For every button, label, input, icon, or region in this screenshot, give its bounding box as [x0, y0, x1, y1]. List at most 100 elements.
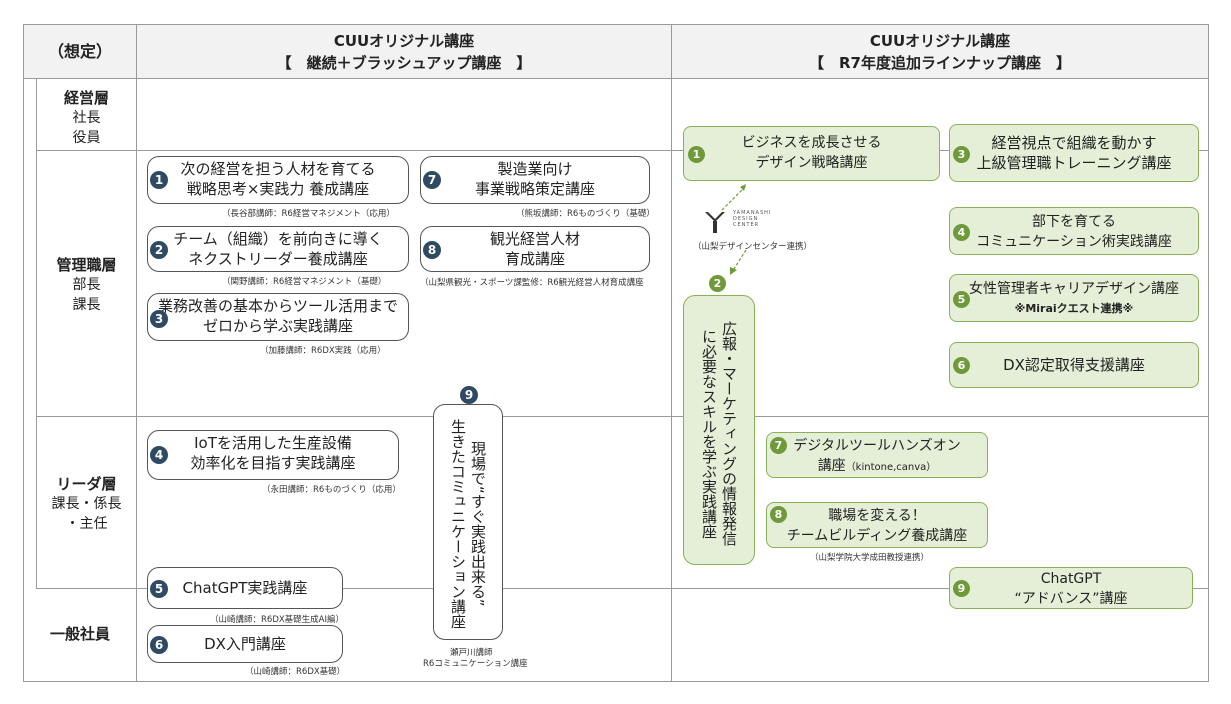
- level-mgr-l1: 部長: [72, 277, 101, 293]
- number-badge-8: 8: [423, 241, 441, 259]
- level-lead: リーダ層 課長・係長 ・主任: [37, 474, 136, 534]
- logo-line1: YAMANASHI: [733, 210, 772, 216]
- course-7-line2: 事業戦略策定講座: [474, 180, 595, 198]
- new-course-1-box[interactable]: ビジネスを成長させる デザイン戦略講座: [683, 126, 940, 181]
- header-right: CUUオリジナル講座 【 R7年度追加ラインナップ講座 】: [672, 25, 1208, 78]
- design-center-logo: YAMANASHI DESIGN CENTER: [703, 208, 793, 238]
- new-course-7-box[interactable]: デジタルツールハンズオン 講座（kintone,canva）: [766, 432, 988, 478]
- number-badge-9: 9: [460, 386, 478, 404]
- level-mgr-title: 管理職層: [56, 256, 117, 274]
- new-course-3-box[interactable]: 経営視点で組織を動かす 上級管理職トレーニング講座: [949, 124, 1199, 182]
- course-1-box[interactable]: 次の経営を担う人材を育てる 戦略思考×実践力 養成講座: [147, 156, 409, 204]
- header-left: CUUオリジナル講座 【 継続＋ブラッシュアップ講座 】: [137, 25, 671, 78]
- level-exec-l1: 社長: [72, 110, 101, 126]
- new-course-9-box[interactable]: ChatGPT “アドバンス”講座: [949, 567, 1193, 609]
- course-3-line2: ゼロから学ぶ実践講座: [202, 317, 353, 335]
- number-badge-2: 2: [150, 241, 168, 259]
- course-3-line1: 業務改善の基本からツール活用まで: [157, 297, 398, 315]
- course-8-box[interactable]: 観光経営人材 育成講座: [420, 226, 650, 272]
- new-course-7-line1: デジタルツールハンズオン: [793, 438, 961, 454]
- course-6-line1: DX入門講座: [204, 635, 286, 653]
- course-6-box[interactable]: DX入門講座: [147, 625, 343, 663]
- level-staff: 一般社員: [24, 624, 136, 644]
- course-8-line1: 観光経営人材: [489, 230, 580, 248]
- level-exec-title: 経営層: [63, 89, 109, 107]
- course-1-note: （長谷部講師：R6経営マネジメント（応用）: [222, 209, 395, 219]
- h-divider-mgr: [36, 416, 1209, 417]
- new-course-2-box[interactable]: 広報・マーケティングの情報発信 に必要なスキルを学ぶ実践講座: [683, 295, 755, 565]
- new-course-3-line2: 上級管理職トレーニング講座: [976, 154, 1172, 172]
- h-divider-lead: [36, 588, 1209, 589]
- header-corner: （想定）: [24, 25, 136, 78]
- new-course-5-line1: 女性管理者キャリアデザイン講座: [969, 281, 1179, 297]
- level-lead-title: リーダ層: [56, 475, 117, 493]
- new-course-9-line2: “アドバンス”講座: [1014, 591, 1128, 607]
- course-5-box[interactable]: ChatGPT実践講座: [147, 567, 343, 609]
- level-lead-l1: 課長・係長: [51, 496, 122, 512]
- new-course-5-line2: ※Miraiクエスト連携※: [1014, 302, 1134, 315]
- course-2-line2: ネクストリーダー養成講座: [188, 250, 368, 268]
- number-badge-1: 1: [150, 171, 168, 189]
- h-divider-exec: [36, 150, 671, 151]
- new-course-6-line1: DX認定取得支援講座: [1003, 356, 1145, 374]
- right-header-sub: 【 R7年度追加ラインナップ講座 】: [809, 54, 1071, 72]
- table-frame: [23, 24, 1209, 682]
- green-badge-9: 9: [953, 580, 970, 597]
- course-3-note: （加藤講師：R6DX実践（応用）: [260, 346, 386, 356]
- new-course-9-line1: ChatGPT: [1040, 571, 1102, 587]
- level-staff-title: 一般社員: [49, 625, 110, 643]
- green-badge-1: 1: [688, 146, 705, 163]
- course-2-box[interactable]: チーム（組織）を前向きに導く ネクストリーダー養成講座: [147, 226, 409, 272]
- course-8-line2: 育成講座: [504, 250, 565, 268]
- course-5-note: （山崎講師：R6DX基礎生成AI編）: [210, 615, 345, 625]
- new-course-7-line2b: （kintone,canva）: [845, 462, 937, 473]
- course-4-box[interactable]: IoTを活用した生産設備 効率化を目指す実践講座: [147, 430, 399, 480]
- course-4-line2: 効率化を目指す実践講座: [190, 454, 356, 472]
- course-9-box[interactable]: 現場で“すぐ実践出来る” 生きたコミュニケーション講座: [433, 404, 503, 640]
- new-course-4-line1: 部下を育てる: [1032, 214, 1116, 230]
- green-badge-6: 6: [953, 357, 970, 374]
- number-badge-7: 7: [423, 171, 441, 189]
- number-badge-6: 6: [150, 636, 168, 654]
- course-7-line1: 製造業向け: [497, 160, 573, 178]
- logo-line3: CENTER: [733, 222, 760, 228]
- new-course-6-box[interactable]: DX認定取得支援講座: [949, 342, 1199, 388]
- level-exec-l2: 役員: [72, 130, 101, 146]
- new-course-5-box[interactable]: 女性管理者キャリアデザイン講座 ※Miraiクエスト連携※: [949, 274, 1199, 322]
- logo-y-mark-icon: [705, 212, 725, 233]
- course-3-box[interactable]: 業務改善の基本からツール活用まで ゼロから学ぶ実践講座: [147, 293, 409, 341]
- new-course-7-line2: 講座: [817, 458, 846, 474]
- course-7-box[interactable]: 製造業向け 事業戦略策定講座: [420, 156, 650, 204]
- new-course-2-col1: 広報・マーケティングの情報発信: [720, 321, 738, 546]
- number-badge-5: 5: [150, 580, 168, 598]
- course-1-line2: 戦略思考×実践力 養成講座: [186, 180, 370, 198]
- level-mgr: 管理職層 部長 課長: [37, 255, 136, 315]
- course-9-note2: R6コミュニケーション講座: [423, 659, 528, 669]
- level-lead-l2: ・主任: [65, 516, 108, 532]
- course-2-line1: チーム（組織）を前向きに導く: [173, 230, 383, 248]
- course-9-col1: 現場で“すぐ実践出来る”: [469, 441, 487, 607]
- left-header-title: CUUオリジナル講座: [333, 32, 475, 50]
- v-divider-sections: [671, 24, 672, 682]
- green-badge-8: 8: [770, 506, 787, 523]
- design-center-caption: （山梨デザインセンター連携）: [693, 242, 813, 252]
- green-badge-2: 2: [709, 275, 726, 292]
- v-divider-levels: [136, 24, 137, 682]
- number-badge-4: 4: [150, 446, 168, 464]
- course-7-note: （熊坂講師：R6ものづくり（基礎）: [516, 209, 655, 219]
- green-badge-3: 3: [953, 146, 970, 163]
- green-badge-4: 4: [953, 224, 970, 241]
- new-course-8-box[interactable]: 職場を変える！ チームビルディング養成講座: [766, 502, 988, 548]
- number-badge-3: 3: [150, 310, 168, 328]
- new-course-4-box[interactable]: 部下を育てる コミュニケーション術実践講座: [949, 207, 1199, 255]
- level-mgr-l2: 課長: [72, 297, 101, 313]
- course-4-note: （永田講師：R6ものづくり（応用）: [262, 485, 401, 495]
- right-header-title: CUUオリジナル講座: [869, 32, 1011, 50]
- course-6-note: （山崎講師：R6DX基礎）: [245, 667, 346, 677]
- left-header-sub: 【 継続＋ブラッシュアップ講座 】: [276, 54, 532, 72]
- course-2-note: （関野講師：R6経営マネジメント（基礎）: [222, 277, 387, 287]
- course-1-line1: 次の経営を担う人材を育てる: [180, 160, 376, 178]
- logo-line2: DESIGN: [733, 216, 759, 222]
- green-badge-7: 7: [770, 437, 787, 454]
- course-9-col2: 生きたコミュニケーション講座: [449, 419, 467, 629]
